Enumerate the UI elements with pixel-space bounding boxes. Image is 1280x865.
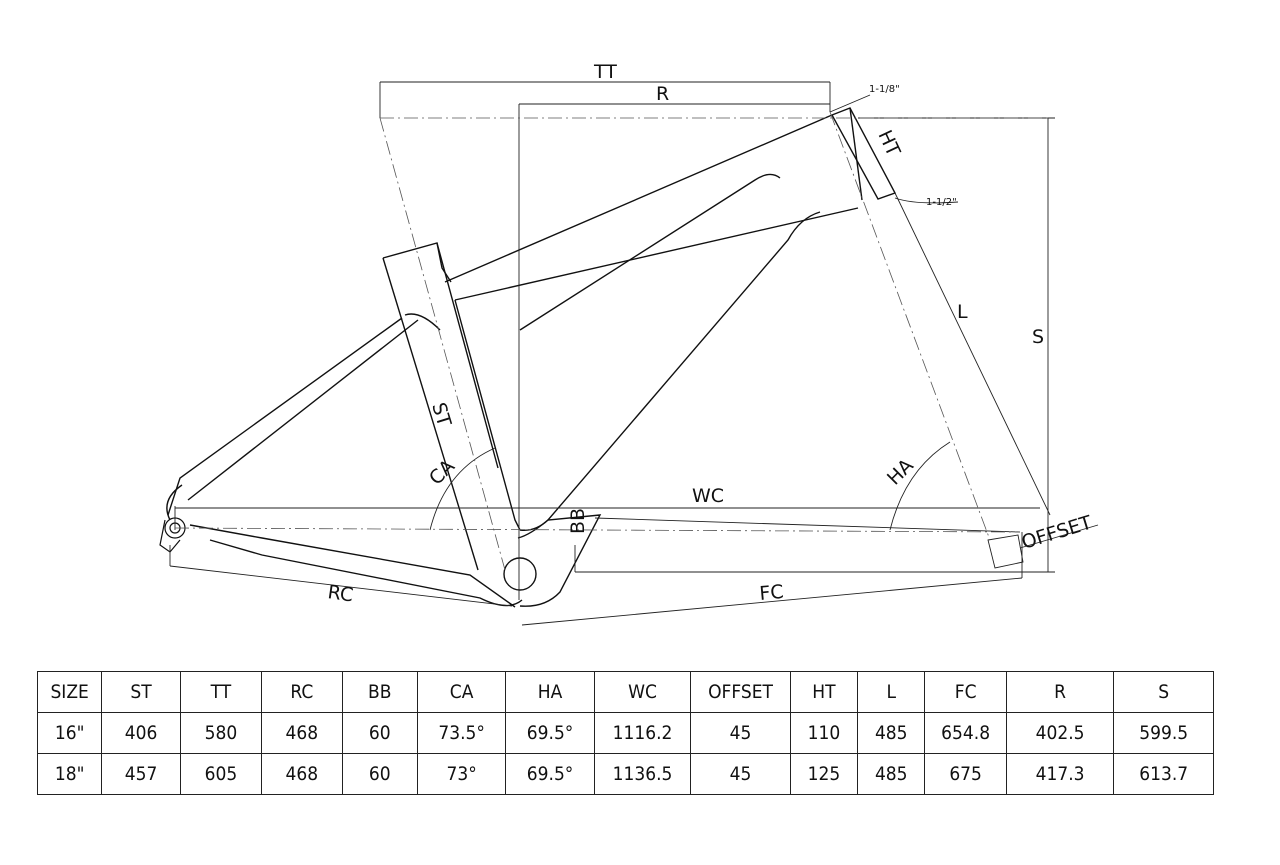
header-cell: BB (341, 671, 418, 713)
label-bb: BB (567, 508, 589, 534)
label-offset: OFFSET (1019, 512, 1095, 554)
header-cell: RC (261, 671, 343, 713)
table-cell: 69.5° (505, 753, 595, 795)
table-cell: 69.5° (505, 712, 595, 754)
table-cell: 468 (261, 712, 343, 754)
table-cell: 1136.5 (593, 753, 692, 795)
label-fc: FC (759, 581, 785, 605)
label-tt: TT (593, 61, 617, 83)
label-headset-top: 1-1/8" (869, 84, 900, 95)
label-ht: HT (873, 127, 904, 160)
table-cell: 16" (36, 712, 103, 754)
header-cell: R (1005, 671, 1115, 713)
table-cell: 580 (179, 712, 263, 754)
table-cell: 406 (101, 712, 181, 754)
header-cell: HA (505, 671, 595, 713)
table-cell: 60 (341, 753, 418, 795)
table-cell: 125 (789, 753, 859, 795)
table-cell: 457 (101, 753, 181, 795)
label-l: L (957, 301, 968, 323)
table-cell: 45 (690, 753, 791, 795)
label-r: R (656, 83, 669, 105)
header-cell: L (857, 671, 926, 713)
frame-geometry-drawing: TT R 1-1/8" HT 1-1/2" L S ST CA HA WC BB… (159, 61, 1099, 626)
header-cell: TT (179, 671, 263, 713)
table-cell: 613.7 (1113, 753, 1214, 795)
table-cell: 468 (261, 753, 343, 795)
rear-dropout (159, 517, 186, 553)
label-headset-bottom: 1-1/2" (926, 197, 957, 208)
table-cell: 73° (416, 753, 507, 795)
header-cell: FC (924, 671, 1007, 713)
label-st: ST (427, 400, 455, 429)
label-ca: CA (425, 455, 459, 489)
table-cell: 605 (179, 753, 263, 795)
label-s: S (1032, 326, 1044, 348)
table-cell: 73.5° (416, 712, 507, 754)
geometry-table: SIZE ST TT RC BB CA HA WC OFFSET HT L FC… (36, 671, 1214, 795)
label-wc: WC (692, 485, 724, 507)
table-cell: 1116.2 (593, 712, 692, 754)
table-cell: 599.5 (1113, 712, 1214, 754)
header-cell: S (1113, 671, 1214, 713)
label-rc: RC (326, 581, 354, 606)
centerlines (174, 111, 1048, 571)
geometry-table-row: 18" 457 605 468 60 73° 69.5° 1136.5 45 1… (36, 753, 1214, 795)
table-cell: 45 (690, 712, 791, 754)
table-cell: 402.5 (1005, 712, 1115, 754)
header-cell: CA (416, 671, 507, 713)
frame-outline (166, 107, 896, 608)
table-cell: 110 (789, 712, 859, 754)
dimension-lines (169, 81, 1099, 626)
header-cell: OFFSET (690, 671, 791, 713)
header-cell: ST (101, 671, 181, 713)
table-cell: 417.3 (1005, 753, 1115, 795)
table-cell: 60 (341, 712, 418, 754)
header-cell: HT (789, 671, 859, 713)
table-cell: 18" (36, 753, 103, 795)
table-cell: 485 (857, 712, 926, 754)
header-cell: SIZE (36, 671, 103, 713)
table-cell: 485 (857, 753, 926, 795)
label-ha: HA (883, 455, 918, 490)
bottom-bracket-circle (503, 557, 537, 591)
table-cell: 654.8 (924, 712, 1007, 754)
geometry-table-header-row: SIZE ST TT RC BB CA HA WC OFFSET HT L FC… (36, 671, 1214, 713)
header-cell: WC (593, 671, 692, 713)
geometry-table-row: 16" 406 580 468 60 73.5° 69.5° 1116.2 45… (36, 712, 1214, 754)
table-cell: 675 (924, 753, 1007, 795)
